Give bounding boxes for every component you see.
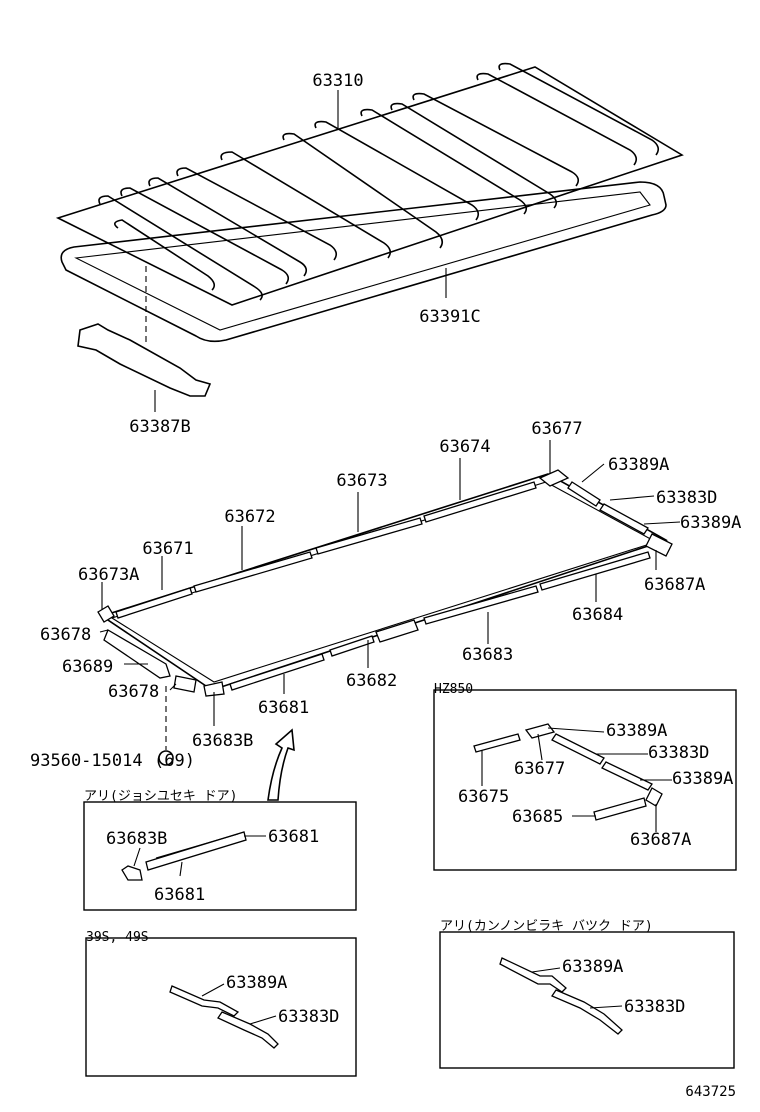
label-63684: 63684 <box>572 605 623 625</box>
label-63389A-1: 63389A <box>608 455 669 475</box>
label-63683B: 63683B <box>192 731 253 751</box>
label-bolt-qty: (69) <box>154 751 195 771</box>
sunshade-sheet <box>55 66 684 306</box>
back-door-parts <box>499 957 623 1035</box>
box-39s <box>85 937 357 1077</box>
rear-door-label-63683B: 63683B <box>106 829 167 849</box>
label-63678-1: 63678 <box>40 625 91 645</box>
main-leaders <box>99 440 681 726</box>
label-63389A-2: 63389A <box>680 513 741 533</box>
top-segments <box>115 481 537 619</box>
bracket-63387B <box>77 323 212 397</box>
label-63671: 63671 <box>142 539 193 559</box>
rear-door-label-63681-2: 63681 <box>154 885 205 905</box>
sunshade-assembly <box>55 62 684 412</box>
right-end-pieces <box>538 469 673 557</box>
rear-door-label-63681-1: 63681 <box>268 827 319 847</box>
rear-door-parts <box>121 831 247 881</box>
box-39s-parts <box>169 985 279 1049</box>
rear-door-title: アリ(ジョシユセキ ドア) <box>84 789 237 804</box>
box-39s-label-63383D: 63383D <box>278 1007 339 1027</box>
hz850-label-63685: 63685 <box>512 807 563 827</box>
rear-door-box <box>83 801 357 911</box>
hz850-parts <box>473 723 663 821</box>
frame-outer <box>60 181 667 343</box>
label-63673: 63673 <box>336 471 387 491</box>
label-63672: 63672 <box>224 507 275 527</box>
back-door-label-63389A: 63389A <box>562 957 623 977</box>
label-63310: 63310 <box>312 71 363 91</box>
back-door-box <box>439 931 735 1069</box>
label-63677: 63677 <box>531 419 582 439</box>
label-63678-2: 63678 <box>108 682 159 702</box>
label-63682: 63682 <box>346 671 397 691</box>
label-63673A: 63673A <box>78 565 139 585</box>
hz850-label-63383D: 63383D <box>648 743 709 763</box>
label-63689: 63689 <box>62 657 113 677</box>
label-63681: 63681 <box>258 698 309 718</box>
hz850-leaders <box>481 727 672 832</box>
label-63391C: 63391C <box>419 307 480 327</box>
hz850-label-63687A: 63687A <box>630 830 691 850</box>
back-door-label-63383D: 63383D <box>624 997 685 1017</box>
box-39s-label-63389A: 63389A <box>226 973 287 993</box>
label-63683: 63683 <box>462 645 513 665</box>
back-door-leaders <box>531 967 623 1009</box>
hz850-label-63675: 63675 <box>458 787 509 807</box>
bolt-icon <box>158 750 174 766</box>
back-door-title: アリ(カンノンビラキ バツク ドア) <box>440 919 653 934</box>
frame-loop-outer <box>100 473 668 691</box>
sunshade-ribs <box>98 62 660 301</box>
left-end-pieces <box>97 605 225 697</box>
label-63674: 63674 <box>439 437 490 457</box>
frame-loop-inner <box>110 481 658 683</box>
hz850-label-63389A-2: 63389A <box>672 769 733 789</box>
weatherstrip-frame <box>97 440 681 801</box>
label-bolt: 93560-15014 <box>30 751 143 771</box>
arrow-icon <box>267 728 295 801</box>
bottom-segments <box>229 551 651 691</box>
frame-inner <box>74 191 651 331</box>
label-63687A: 63687A <box>644 575 705 595</box>
hz850-label-63677: 63677 <box>514 759 565 779</box>
hz850-label-63389A-1: 63389A <box>606 721 667 741</box>
box-39s-leaders <box>201 983 277 1025</box>
label-63383D: 63383D <box>656 488 717 508</box>
label-63387B: 63387B <box>129 417 190 437</box>
hz850-box <box>433 689 737 871</box>
rear-door-leaders <box>133 835 266 877</box>
diagram-code: 643725 <box>685 1084 736 1100</box>
